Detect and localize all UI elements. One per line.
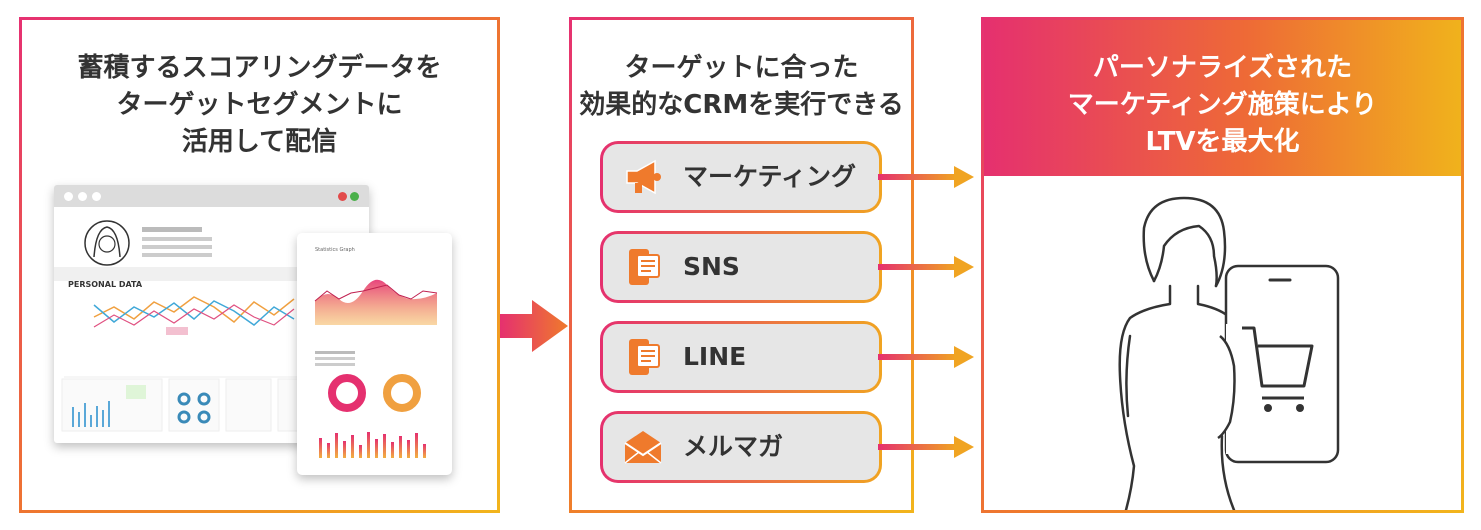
left-title-line-2: ターゲットセグメントに (116, 90, 403, 120)
dashboard-mock-content (54, 220, 369, 432)
flow-arrow-left-to-middle (500, 300, 568, 352)
channel-label-line: LINE (683, 342, 747, 371)
flow-arrow-sns (878, 256, 974, 278)
statistics-mock-content (314, 279, 438, 458)
left-title-line-3: 活用して配信 (181, 127, 338, 157)
flow-arrow-marketing (878, 166, 974, 188)
personal-data-label: PERSONAL DATA (68, 280, 143, 289)
channel-label-mailmagazine: メルマガ (683, 432, 784, 461)
megaphone-icon (626, 159, 661, 195)
flow-arrow-line (878, 346, 974, 368)
right-panel-title: パーソナライズされた マーケティング施策により LTVを最大化 (984, 50, 1461, 161)
right-title-line-1: パーソナライズされた (1092, 53, 1353, 83)
right-title-line-2: マーケティング施策により (1067, 90, 1378, 120)
right-title-line-3: LTVを最大化 (1145, 127, 1300, 157)
woman-silhouette-icon (1118, 196, 1236, 510)
customer-illustration (1118, 196, 1340, 510)
left-title-line-1: 蓄積するスコアリングデータを (77, 53, 442, 83)
channel-pill-mailmagazine: メルマガ (600, 411, 882, 483)
channel-pill-marketing: マーケティング (600, 141, 882, 213)
stats-graph-label: Statistics Graph (315, 247, 355, 253)
channel-pill-line: LINE (600, 321, 882, 393)
smartphone-cart-icon (1224, 264, 1340, 464)
statistics-mock-window: Statistics Graph (297, 233, 452, 475)
mock-window-titlebar (54, 185, 369, 207)
smartphone-chat-icon (629, 339, 660, 375)
right-panel: パーソナライズされた マーケティング施策により LTVを最大化 (981, 17, 1464, 513)
flow-arrow-mailmagazine (878, 436, 974, 458)
middle-panel: ターゲットに合った 効果的なCRMを実行できる マーケティング (569, 17, 914, 513)
channel-pill-sns: SNS (600, 231, 882, 303)
envelope-icon (624, 431, 662, 464)
smartphone-chat-icon (629, 249, 660, 285)
channel-label-marketing: マーケティング (683, 162, 857, 191)
middle-panel-title: ターゲットに合った 効果的なCRMを実行できる (572, 50, 911, 124)
left-panel: 蓄積するスコアリングデータを ターゲットセグメントに 活用して配信 (19, 17, 500, 513)
channel-label-sns: SNS (683, 252, 740, 281)
left-panel-title: 蓄積するスコアリングデータを ターゲットセグメントに 活用して配信 (22, 50, 497, 161)
right-panel-header: パーソナライズされた マーケティング施策により LTVを最大化 (984, 20, 1461, 176)
middle-title-line-2: 効果的なCRMを実行できる (579, 90, 904, 120)
middle-title-line-1: ターゲットに合った (624, 53, 859, 83)
